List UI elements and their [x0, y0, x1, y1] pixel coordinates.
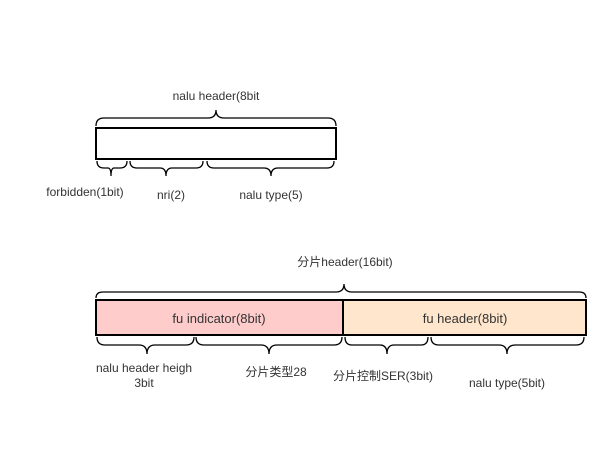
type28-brace: [195, 336, 343, 355]
nalu-header-heigh-brace: [96, 336, 195, 355]
nalu-header-label: nalu header(8bit: [173, 89, 260, 103]
fu-header-box: [342, 299, 587, 336]
nri-label: nri(2): [157, 188, 185, 202]
fragment-header-brace: [95, 283, 587, 299]
fragment-header-label: 分片header(16bit): [297, 255, 392, 269]
nalu-type-label: nalu type(5): [239, 188, 302, 202]
fu-indicator-box: [95, 299, 344, 336]
nalu-type-brace: [206, 160, 335, 177]
nalu-header-heigh-bits: 3bit: [134, 376, 154, 390]
fu-nalu-type-label: nalu type(5bit): [469, 376, 545, 390]
nalu-header-heigh-label: nalu header heigh: [96, 361, 192, 375]
forbidden-label: forbidden(1bit): [46, 185, 123, 199]
type28-label: 分片类型28: [245, 365, 307, 379]
fu-indicator-label: fu indicator(8bit): [172, 311, 265, 326]
forbidden-brace: [96, 160, 128, 177]
nalu-header-brace: [95, 109, 337, 127]
ser-label: 分片控制SER(3bit): [333, 369, 433, 383]
fu-nalu-type-brace: [430, 336, 585, 355]
nri-brace: [129, 160, 204, 177]
nalu-header-box: [95, 127, 337, 160]
fu-header-label: fu header(8bit): [423, 311, 508, 326]
ser-brace: [344, 336, 429, 355]
